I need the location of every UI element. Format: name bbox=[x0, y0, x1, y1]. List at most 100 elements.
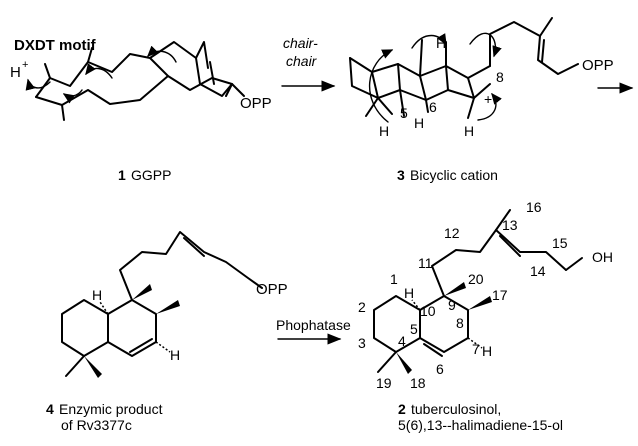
tuberculosinol-structure: H H OH 1 2 3 4 5 6 7 8 9 10 11 12 13 14 … bbox=[358, 199, 613, 433]
cation-plus-charge: + bbox=[484, 91, 492, 107]
cation-locant-6: 6 bbox=[429, 99, 437, 115]
product2-name-line1: tuberculosinol, bbox=[411, 401, 501, 417]
ggpp-name: GGPP bbox=[131, 167, 171, 183]
ggpp-side-chain bbox=[149, 41, 209, 69]
cation-locant-5: 5 bbox=[400, 105, 408, 121]
product2-gem-methyl-18 bbox=[396, 352, 412, 374]
cation-h-bottom: H bbox=[464, 123, 474, 139]
atom-number-4: 4 bbox=[398, 333, 406, 349]
atom-number-5: 5 bbox=[410, 321, 418, 337]
atom-number-9: 9 bbox=[448, 297, 456, 313]
product4-number: 4 bbox=[46, 401, 54, 417]
cation-h-bond-right bbox=[467, 97, 475, 119]
atom-number-10: 10 bbox=[420, 303, 436, 319]
ggpp-electron-arrow-1 bbox=[85, 63, 113, 79]
cation-ring-a-bond bbox=[371, 71, 379, 99]
atom-number-18: 18 bbox=[410, 375, 426, 391]
atom-number-17: 17 bbox=[492, 287, 508, 303]
atom-number-14: 14 bbox=[530, 263, 546, 279]
cation-lower-ring-edge bbox=[349, 57, 491, 101]
product2-wedge-c17 bbox=[468, 296, 492, 310]
cation-side-double-bond bbox=[541, 39, 545, 63]
product2-methyl-16 bbox=[495, 209, 511, 231]
product4-h-c10: H bbox=[92, 287, 102, 303]
product4-ring-a bbox=[61, 299, 109, 357]
atom-number-1: 1 bbox=[390, 271, 398, 287]
atom-number-2: 2 bbox=[358, 299, 366, 315]
chair-chair-arrow: chair- chair bbox=[281, 35, 336, 92]
atom-number-16: 16 bbox=[526, 199, 542, 215]
ggpp-lower-chain bbox=[35, 75, 169, 106]
product2-side-double-bond bbox=[499, 235, 521, 257]
dxdt-motif-label: DXDT motif bbox=[14, 37, 97, 54]
product4-wedge-c9 bbox=[132, 284, 152, 300]
cation-c5-bond bbox=[397, 63, 405, 117]
atom-number-15: 15 bbox=[552, 235, 568, 251]
cation-ring-b-bond bbox=[445, 65, 449, 91]
product2-hash-c8 bbox=[467, 337, 483, 349]
product2-side-chain bbox=[431, 229, 567, 297]
ggpp-methyl-a bbox=[44, 63, 51, 79]
enzymic-product-structure: H H OPP 4 Enzymic product of Rv3377c bbox=[46, 231, 288, 433]
product4-hash-c10 bbox=[99, 301, 109, 315]
proton-label: H bbox=[10, 64, 21, 81]
cation-number: 3 bbox=[397, 167, 405, 183]
cation-gem-methyl-2 bbox=[377, 97, 393, 115]
cation-c10-methyl bbox=[419, 39, 423, 77]
product2-ring-double-bond bbox=[423, 343, 443, 357]
atom-number-20: 20 bbox=[468, 271, 484, 287]
cation-c6-bond bbox=[419, 75, 429, 113]
cation-opp-label: OPP bbox=[582, 57, 614, 74]
ggpp-o-bond bbox=[231, 83, 245, 97]
proton-attack-arrow bbox=[25, 78, 51, 91]
cation-h-c5: H bbox=[379, 123, 389, 139]
product4-ring-double-bond bbox=[129, 338, 153, 353]
product4-side-chain bbox=[119, 231, 263, 301]
product4-name-line1: Enzymic product bbox=[59, 401, 163, 417]
product4-gem-methyl-1 bbox=[65, 355, 85, 377]
ggpp-structure: DXDT motif H + OPP 1 GGPP bbox=[10, 37, 272, 183]
product2-gem-methyl-19 bbox=[377, 351, 397, 373]
product4-side-double-bond bbox=[183, 237, 205, 257]
atom-number-11: 11 bbox=[418, 255, 433, 271]
cation-name: Bicyclic cation bbox=[410, 167, 498, 183]
ggpp-number: 1 bbox=[118, 167, 126, 183]
product4-wedge-c8 bbox=[156, 300, 180, 314]
atom-number-13: 13 bbox=[502, 217, 518, 233]
product4-gem-methyl-2 bbox=[84, 356, 102, 378]
atom-number-3: 3 bbox=[358, 335, 366, 351]
ggpp-methyl-c bbox=[61, 104, 65, 121]
product2-wedge-c20 bbox=[444, 282, 466, 296]
arrow2-label: Phophatase bbox=[276, 317, 351, 333]
ggpp-double-bond bbox=[209, 61, 215, 85]
cation-c8-bond bbox=[467, 77, 475, 99]
cation-side-chain bbox=[489, 21, 579, 75]
cation-locant-8: 8 bbox=[496, 69, 504, 85]
product4-opp-label: OPP bbox=[256, 281, 288, 298]
product2-c15-o-bond bbox=[565, 257, 583, 271]
ggpp-opp-label: OPP bbox=[240, 95, 272, 112]
cation-side-methyl bbox=[539, 17, 553, 37]
product2-name-line2: 5(6),13--halimadiene-15-ol bbox=[398, 417, 563, 433]
product2-h-c8: H bbox=[482, 343, 492, 359]
product2-number: 2 bbox=[398, 401, 406, 417]
cation-structure: OPP H H H H 5 6 8 + 3 Bicyclic cation bbox=[349, 17, 614, 183]
cation-shift-arrow-2 bbox=[411, 33, 447, 49]
product4-ring-b bbox=[107, 299, 157, 357]
phosphatase-arrow: Phophatase bbox=[276, 317, 351, 345]
atom-number-19: 19 bbox=[376, 375, 392, 391]
product2-oh-label: OH bbox=[592, 249, 613, 265]
arrow1-bottom-label: chair bbox=[286, 53, 318, 69]
ggpp-methyl-b bbox=[87, 47, 93, 63]
atom-number-8: 8 bbox=[456, 315, 464, 331]
product2-ring-b bbox=[419, 295, 469, 353]
ggpp-tail bbox=[195, 57, 233, 97]
cation-gem-methyl-1 bbox=[365, 97, 379, 117]
ggpp-backbone bbox=[35, 53, 233, 98]
product4-hash-c8 bbox=[155, 341, 171, 353]
proton-charge: + bbox=[22, 59, 28, 71]
arrow1-top-label: chair- bbox=[283, 35, 318, 51]
product2-h-c10: H bbox=[404, 285, 414, 301]
product4-name-line2: of Rv3377c bbox=[61, 417, 132, 433]
